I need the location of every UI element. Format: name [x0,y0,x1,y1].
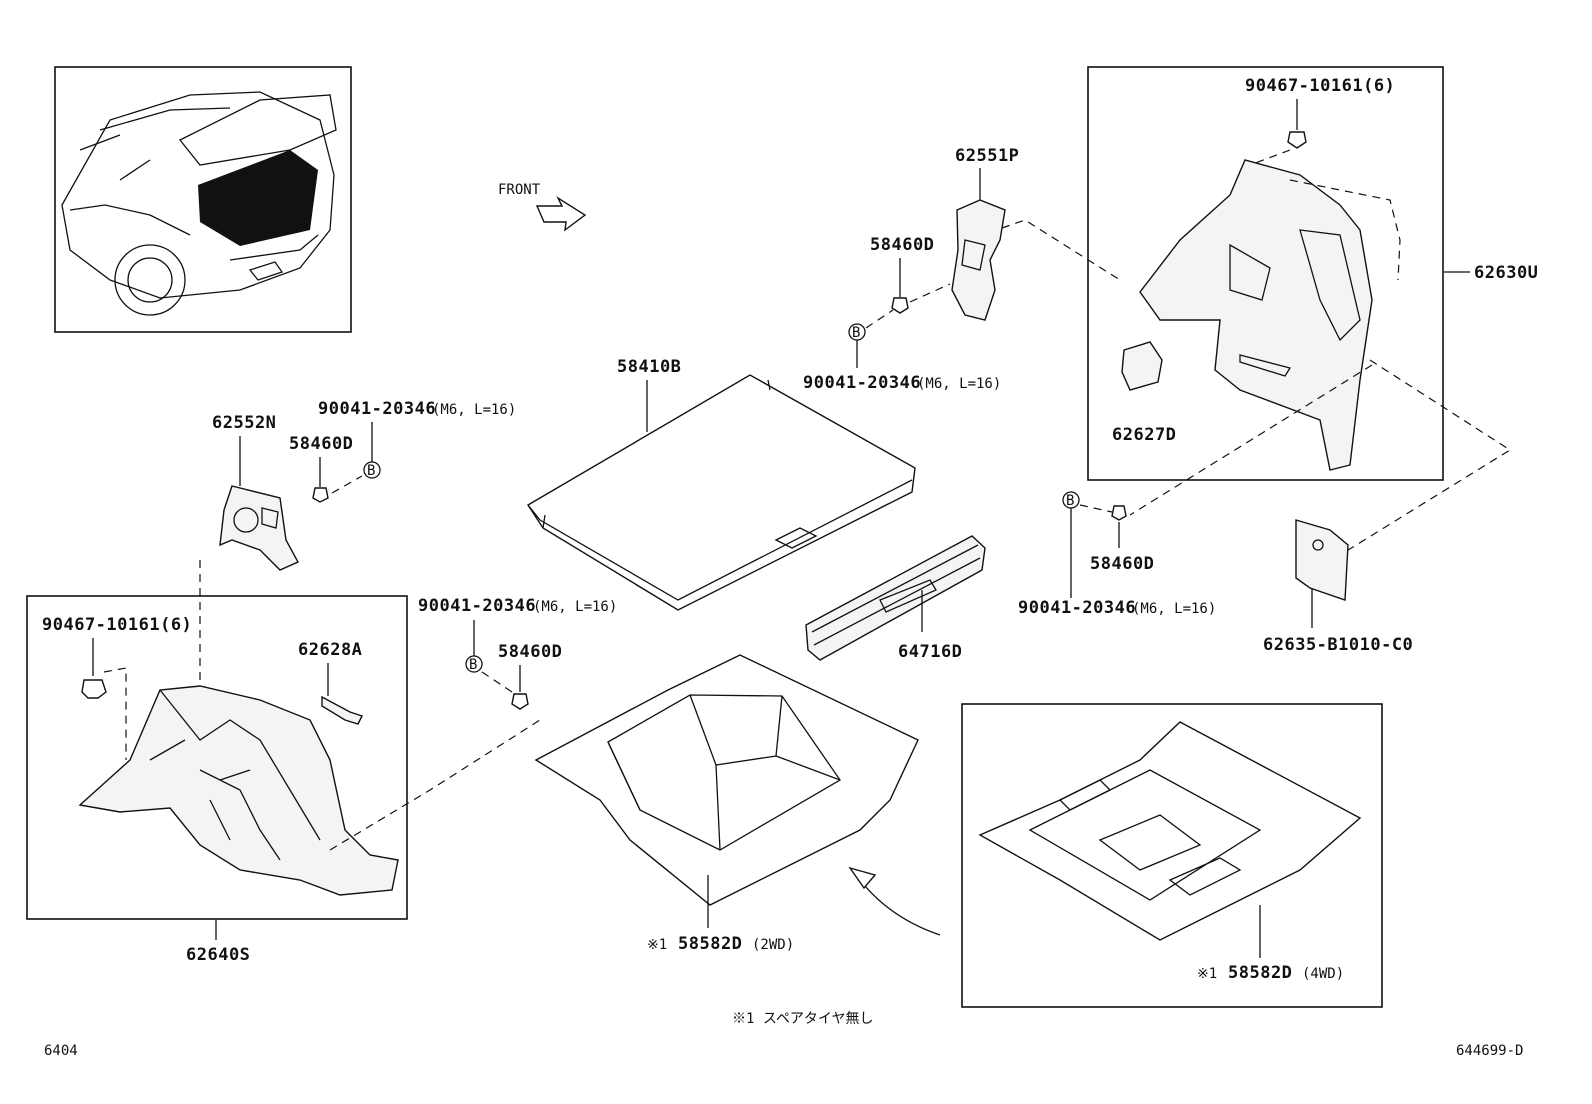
label-62630U: 62630U [1474,263,1538,283]
front-label: FRONT [498,182,541,198]
front-indicator: FRONT [498,182,587,232]
label-62635: 62635-B1010-C0 [1263,635,1413,655]
label-62552N: 62552N [212,413,276,433]
label-58410B: 58410B [617,357,681,377]
part-62552N: 62552N 58460D B 90041-20346 (M6, L=16) [199,399,516,800]
label-62640S: 62640S [186,945,250,965]
label-64716D: 64716D [898,642,962,662]
label-bolt-left: 90041-20346 [318,399,436,419]
label-58460D-right: 58460D [1090,554,1154,574]
part-62630U-group: 90467-10161(6) 62627D 62630U [1087,66,1538,556]
label-bolt-right: 90041-20346 [1018,598,1136,618]
label-58460D-mid: 58460D [498,642,562,662]
b-marker-left: B [367,463,375,479]
label-58460D-left: 58460D [289,434,353,454]
label-bolt-top: 90041-20346 [803,373,921,393]
part-58582D-2wd: ※1 58582D (2WD) [534,654,941,954]
part-62640S-group: 90467-10161(6) 62628A 62640S [26,595,541,965]
front-arrow-icon [535,196,587,232]
part-58582D-4wd-group: ※1 58582D (4WD) [961,703,1383,1008]
label-bolt-mid: 90041-20346 [418,596,536,616]
label-clip-right: 90467-10161(6) [1245,76,1395,96]
spec-bolt-left: (M6, L=16) [432,402,516,418]
spec-bolt-right: (M6, L=16) [1132,601,1216,617]
spec-bolt-top: (M6, L=16) [917,376,1001,392]
part-64716D: 64716D [805,535,986,662]
page-code-left: 6404 [44,1043,78,1059]
vehicle-thumbnail [54,66,352,333]
b-marker-mid: B [469,657,477,673]
footnote: ※1 スペアタイヤ無し [732,1011,873,1027]
label-58582D-2wd: 58582D [678,934,742,954]
part-62635: 62635-B1010-C0 [1263,519,1413,655]
mark-4wd: ※1 [1197,966,1217,982]
b-marker-right: B [1066,493,1074,509]
fastener-58460D-right: B 58460D 90041-20346 (M6, L=16) [1018,491,1216,618]
page-code-right: 644699-D [1456,1043,1523,1059]
label-clip-left: 90467-10161(6) [42,615,192,635]
spec-4wd: (4WD) [1302,966,1344,982]
spec-bolt-mid: (M6, L=16) [533,599,617,615]
b-marker-top: B [852,325,860,341]
label-58460D-top: 58460D [870,235,934,255]
spec-2wd: (2WD) [752,937,794,953]
mark-2wd: ※1 [647,937,667,953]
fastener-58460D-top: 58460D B 90041-20346 (M6, L=16) [803,235,1001,393]
part-62551P: 62551P [951,146,1121,321]
label-62627D: 62627D [1112,425,1176,445]
part-58410B: 58410B [527,357,916,611]
label-58582D-4wd: 58582D [1228,963,1292,983]
label-62628A: 62628A [298,640,362,660]
label-62551P: 62551P [955,146,1019,166]
fastener-58460D-mid: 90041-20346 (M6, L=16) B 58460D [418,596,617,710]
